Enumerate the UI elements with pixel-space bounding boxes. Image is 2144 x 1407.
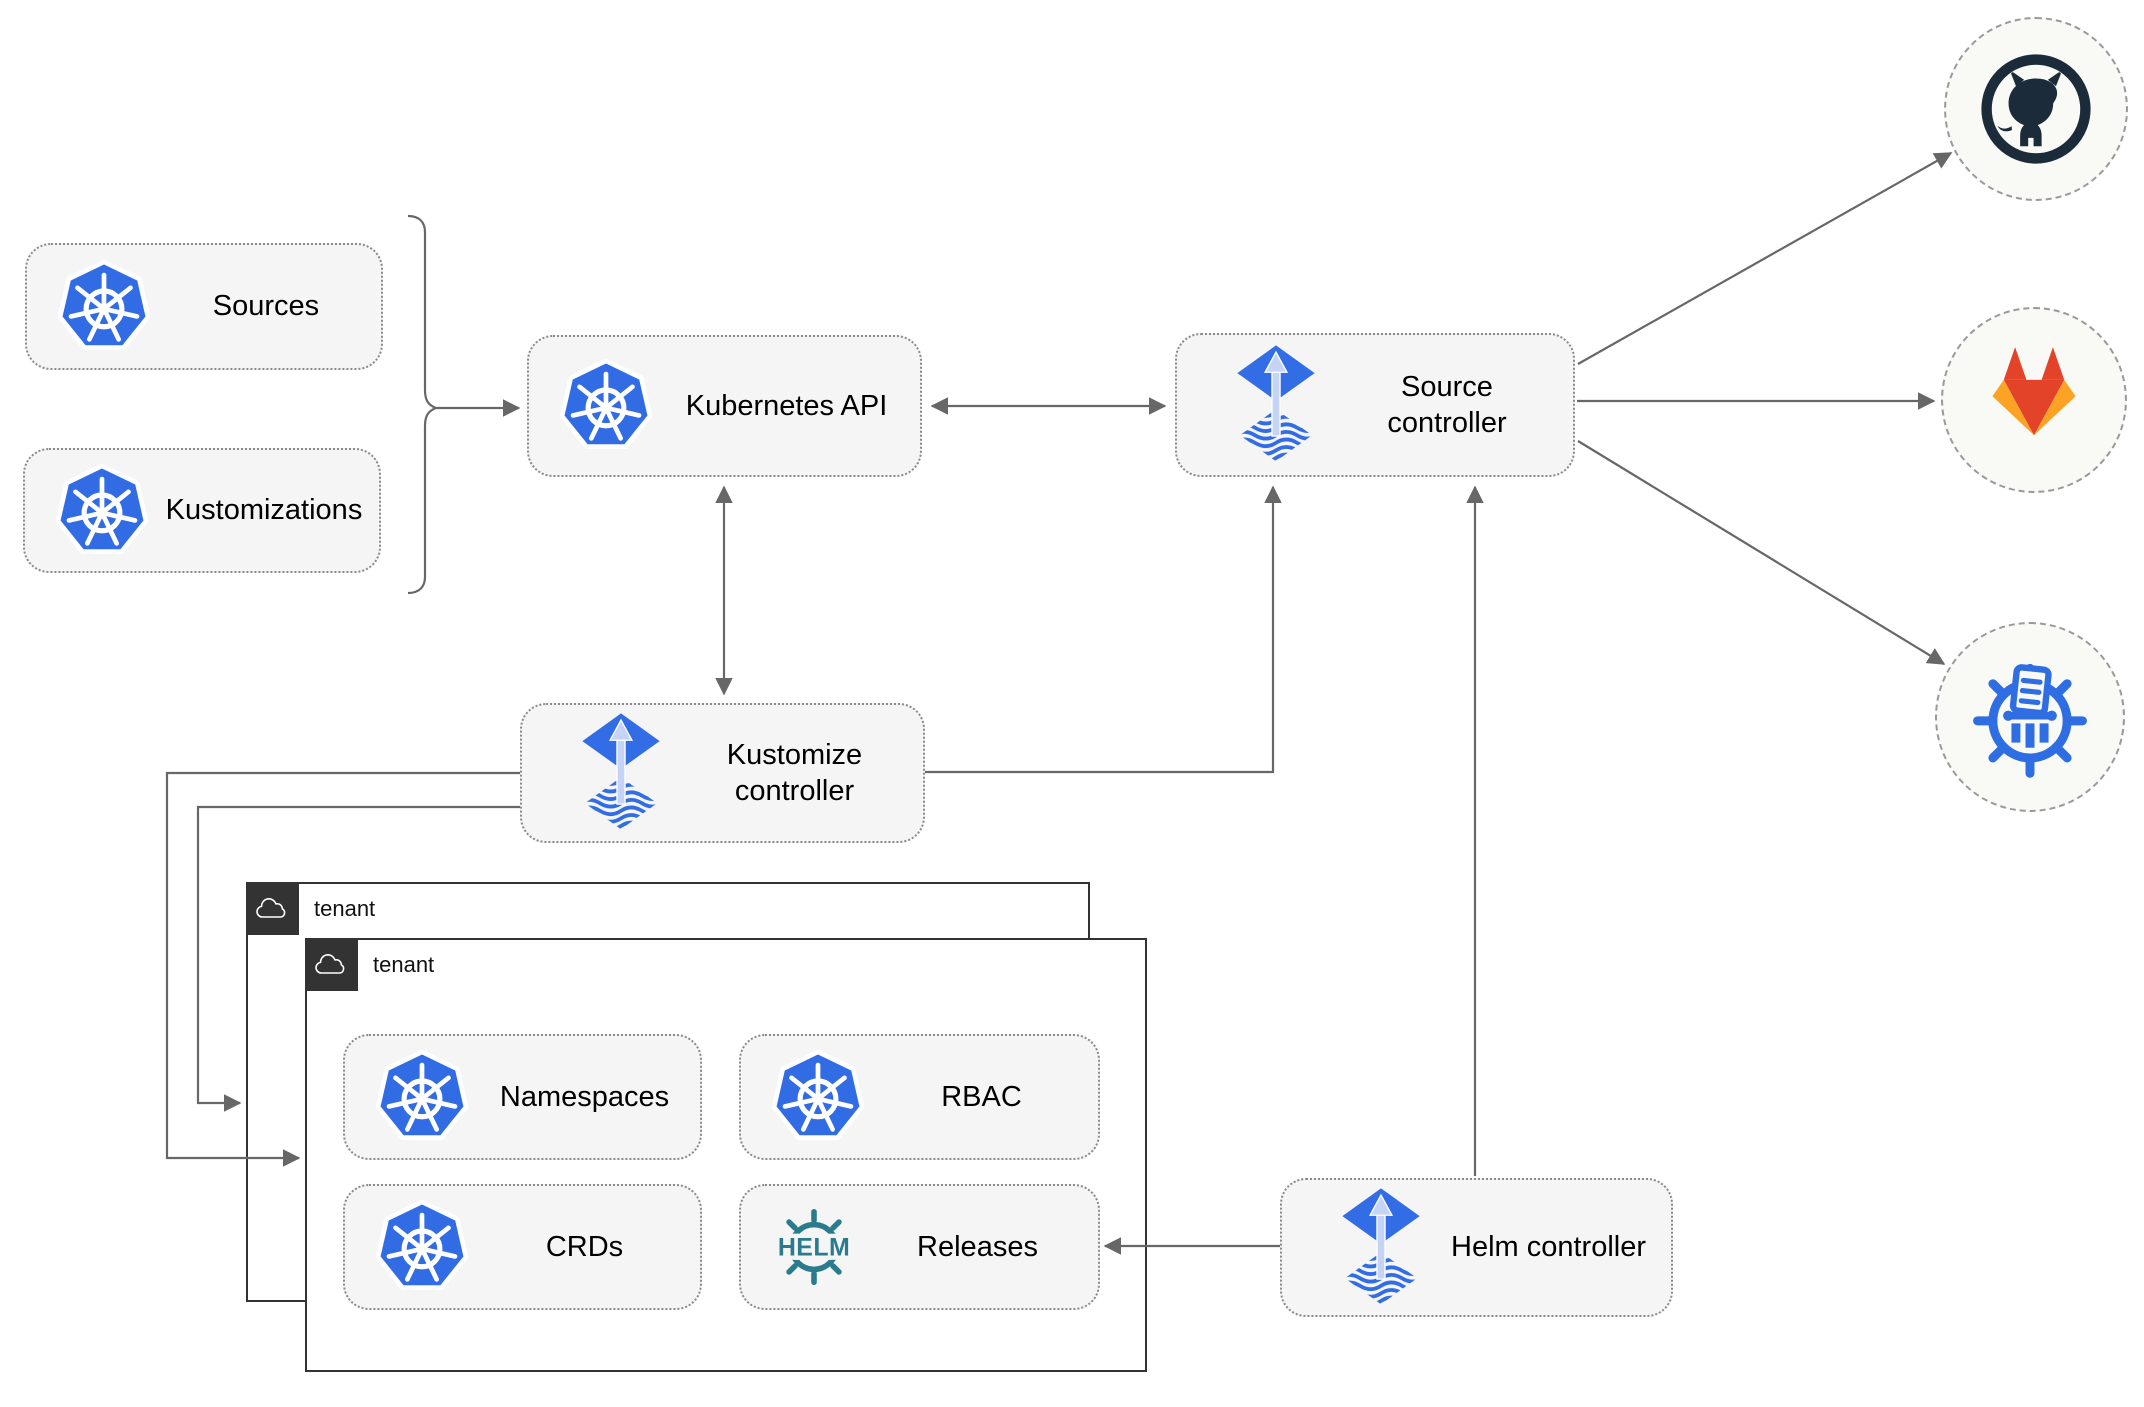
kubernetes-icon [771, 1047, 865, 1147]
sources-label: Sources [212, 290, 320, 323]
kubernetes-icon [375, 1047, 469, 1147]
tenant-front-tab [304, 937, 358, 991]
arrow-kustomize-to-source [925, 485, 1282, 774]
crds-label: CRDs [545, 1230, 624, 1263]
namespaces-label: Namespaces [499, 1080, 670, 1113]
kustomizations-box: Kustomizations [23, 448, 381, 573]
gitlab-icon [1971, 342, 2097, 458]
rbac-label: RBAC [941, 1080, 1022, 1113]
kubernetes-icon [57, 257, 151, 357]
tenant-front-label: tenant [373, 952, 435, 977]
namespaces-box: Namespaces [343, 1034, 702, 1160]
rbac-box: RBAC [739, 1034, 1100, 1160]
sources-box: Sources [25, 243, 383, 370]
releases-box: Releases [739, 1184, 1100, 1310]
sources-group-brace [407, 214, 440, 595]
crds-box: CRDs [343, 1184, 702, 1310]
tenant-back-label: tenant [314, 896, 376, 921]
gitlab-endpoint [1941, 307, 2127, 493]
cloud-icon [254, 894, 290, 922]
flux-icon [1336, 1185, 1426, 1311]
kubernetes-api-box: Kubernetes API [527, 335, 922, 477]
chartmuseum-icon [1966, 653, 2094, 781]
kustomizations-label: Kustomizations [165, 494, 363, 527]
tenant-container-front: tenant Namespaces RBAC CRDs Releases [304, 937, 1147, 1372]
kubernetes-icon [55, 461, 149, 561]
github-endpoint [1944, 17, 2128, 201]
chart-repository-endpoint [1935, 622, 2125, 812]
kubernetes-api-label: Kubernetes API [685, 389, 888, 422]
kustomize-controller-box: Kustomize controller [520, 703, 925, 843]
tenant-back-tab [245, 881, 299, 935]
helm-controller-label: Helm controller [1451, 1231, 1646, 1264]
source-controller-box: Source controller [1175, 333, 1575, 477]
kubernetes-icon [559, 356, 653, 456]
github-icon [1975, 48, 2097, 170]
kustomize-controller-label: Kustomize controller [726, 738, 863, 807]
helm-controller-box: Helm controller [1280, 1178, 1673, 1317]
flux-icon [576, 710, 666, 836]
cloud-icon [313, 950, 349, 978]
kubernetes-icon [375, 1197, 469, 1297]
arrow-source-to-github [1577, 152, 1953, 365]
helm-icon [771, 1200, 857, 1294]
flux-icon [1231, 342, 1321, 468]
source-controller-label: Source controller [1387, 370, 1507, 439]
arrow-source-to-chartrepo [1577, 440, 1946, 665]
releases-label: Releases [917, 1230, 1038, 1263]
